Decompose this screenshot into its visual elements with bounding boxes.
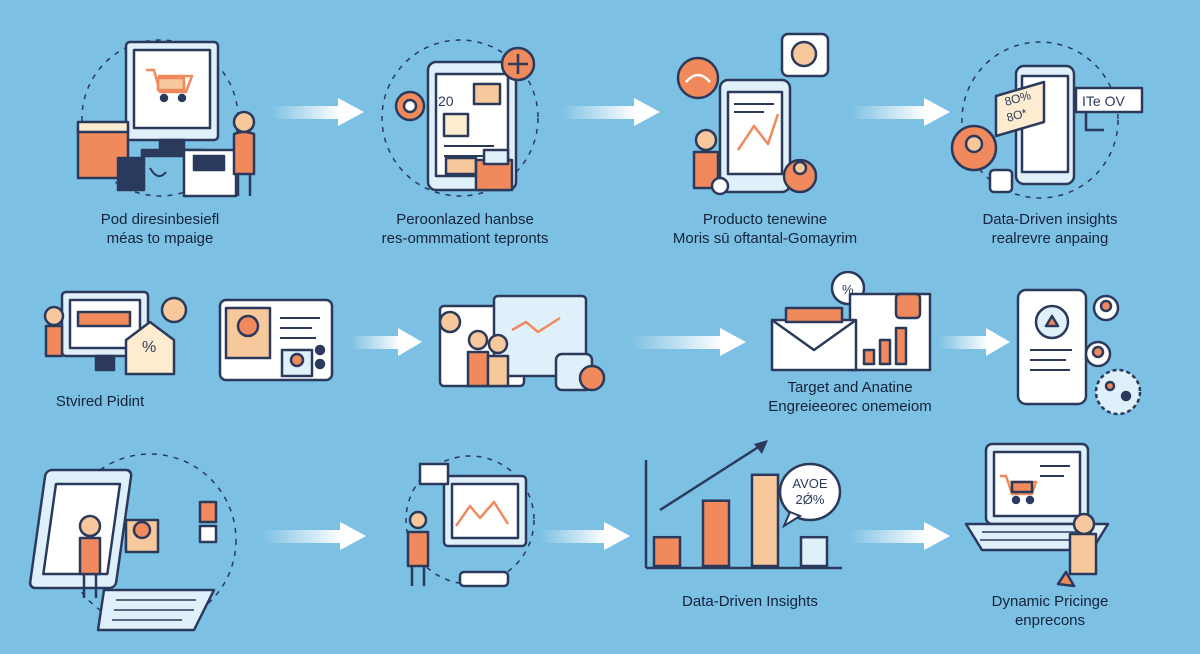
step-5-caption-line-1: Stvired Pidint [55, 393, 145, 410]
step-5-caption: Stvired Pidint [20, 392, 180, 411]
arrow-right-icon [850, 98, 950, 126]
step-3-caption: Producto tenewine Moris sū oftantal-Goma… [630, 210, 900, 248]
arrow-right-icon [938, 328, 1010, 356]
tablet-number-label: 20 [438, 93, 454, 109]
chart-bar-1 [652, 535, 682, 568]
step-2-caption-line-2: res-ommmationt tepronts [381, 230, 549, 247]
laptop-cart-icon [964, 442, 1110, 588]
step-1-caption-line-2: méas to mpaige [106, 230, 214, 247]
chart-bar-4 [799, 535, 829, 568]
chart-bars [652, 473, 829, 568]
step-8-caption: Target and Anatine Engreieeorec onemeiom [720, 378, 980, 416]
arrow-right-icon [350, 328, 422, 356]
step-8-caption-line-1: Target and Anatine [787, 379, 913, 396]
step-8-caption-line-2: Engreieeorec onemeiom [768, 398, 932, 415]
step-4-caption-line-2: realrevre anpaing [991, 230, 1109, 247]
step-12-caption: Data-Driven Insights [640, 592, 860, 611]
step-13-caption-line-2: enprecons [1014, 612, 1086, 629]
trend-arrow-head [754, 440, 768, 454]
step-4-caption: Data-Driven insights realrevre anpaing [930, 210, 1170, 248]
chart-bar-2 [701, 499, 731, 568]
step-13-caption-line-1: Dynamic Pricinge [991, 593, 1109, 610]
personalized-tablet-icon: 20 [381, 39, 539, 197]
arrow-right-icon [262, 522, 366, 550]
step-2-caption: Peroonlazed hanbse res-ommmationt tepron… [330, 210, 600, 248]
analytics-presenter-icon [405, 455, 535, 588]
arrow-right-icon [270, 98, 364, 126]
bubble-line-1: AVOE [792, 476, 827, 491]
note-line-2: 8O* [1005, 106, 1029, 125]
shopping-cart-computer-icon [76, 39, 256, 198]
video-chat-icon [218, 298, 334, 382]
step-3-caption-line-2: Moris sū oftantal-Gomayrim [672, 230, 858, 247]
team-collaboration-icon [438, 294, 606, 392]
storefront-monitor-icon: % [43, 290, 188, 376]
speech-bubble: AVOE 2Ǿ% [778, 462, 842, 529]
email-badge: % [842, 282, 854, 297]
laptop-shopper-icon [28, 453, 237, 632]
tag-label: ITe OV [1082, 93, 1125, 109]
step-3-caption-line-1: Producto tenewine [702, 211, 828, 228]
bar-chart-icon: AVOE 2Ǿ% [644, 440, 842, 570]
step-2-caption-line-1: Peroonlazed hanbse [396, 211, 534, 228]
trend-arrow [659, 444, 761, 512]
product-recommendation-tablet-icon [676, 32, 830, 196]
bubble-line-2: 2Ǿ% [796, 492, 825, 507]
arrow-right-icon [848, 522, 950, 550]
storefront-badge: % [142, 339, 156, 356]
email-analytics-icon: % [770, 270, 932, 372]
arrow-right-icon [560, 98, 660, 126]
flow-arrows [262, 98, 1010, 550]
mobile-profile-icon [1016, 288, 1142, 416]
step-13-caption: Dynamic Pricinge enprecons [940, 592, 1160, 630]
step-1-caption: Pod diresinbesiefl méas to mpaige [40, 210, 280, 248]
chart-bar-3 [750, 473, 780, 568]
step-4-caption-line-1: Data-Driven insights [982, 211, 1118, 228]
arrow-right-icon [540, 522, 630, 550]
step-12-caption-line-1: Data-Driven Insights [682, 593, 818, 610]
arrow-right-icon [630, 328, 746, 356]
step-1-caption-line-1: Pod diresinbesiefl [100, 211, 220, 228]
data-insights-tablet-icon: ITe OV 8O% 8O* [950, 41, 1144, 199]
